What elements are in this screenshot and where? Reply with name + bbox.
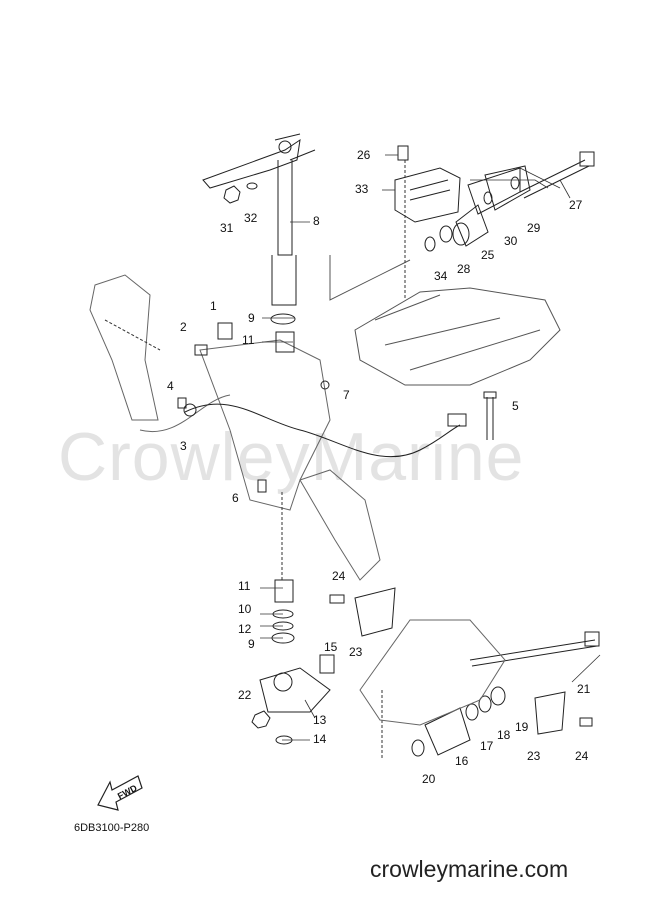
callout-32: 32 — [244, 211, 258, 225]
callout-31: 31 — [220, 221, 234, 235]
bolt-5-part — [483, 391, 497, 440]
upper-casing-part — [329, 255, 561, 386]
callout-23-lower: 23 — [527, 749, 541, 763]
callout-22: 22 — [238, 688, 252, 702]
mount-housing-part — [354, 587, 566, 735]
callout-5: 5 — [512, 399, 519, 413]
diagram-part-code: 6DB3100-P280 — [74, 822, 150, 834]
callout-4: 4 — [167, 379, 174, 393]
lower-mount-bracket-part — [259, 667, 331, 713]
callout-33: 33 — [355, 182, 369, 196]
steering-arm-part — [202, 133, 316, 189]
callout-9-upper: 9 — [248, 311, 255, 325]
callout-30: 30 — [504, 234, 518, 248]
callout-1: 1 — [210, 299, 217, 313]
steering-shaft-part — [271, 160, 297, 306]
swivel-bracket-part — [89, 274, 381, 581]
upper-mount-rubber-part — [424, 204, 489, 252]
callout-13: 13 — [313, 713, 327, 727]
callout-11-upper: 11 — [242, 333, 255, 347]
fwd-arrow-icon — [97, 775, 143, 811]
upper-mount-plate-part — [467, 165, 531, 215]
callout-29: 29 — [527, 221, 541, 235]
callout-19: 19 — [515, 720, 529, 734]
lower-bushing-stack-part — [271, 579, 295, 644]
lower-casing-part — [359, 619, 506, 726]
upper-mount-bracket-part — [394, 167, 461, 223]
callout-25: 25 — [481, 248, 495, 262]
callout-34: 34 — [434, 269, 448, 283]
callout-11-lower: 11 — [238, 579, 251, 593]
callout-24-lower: 24 — [575, 749, 589, 763]
callout-7: 7 — [343, 388, 350, 402]
callout-24-upper: 24 — [332, 569, 346, 583]
watermark-text: CrowleyMarine — [58, 419, 525, 495]
callout-17: 17 — [480, 739, 494, 753]
callout-3: 3 — [180, 439, 187, 453]
callout-6: 6 — [232, 491, 239, 505]
callout-28: 28 — [457, 262, 471, 276]
callout-9-lower: 9 — [248, 637, 255, 651]
callout-18: 18 — [497, 728, 511, 742]
callout-8: 8 — [313, 214, 320, 228]
upper-bushing-stack-part — [270, 313, 296, 353]
callout-16: 16 — [455, 754, 469, 768]
callout-27: 27 — [569, 198, 583, 212]
ground-lead-part — [184, 403, 467, 458]
callout-23-upper: 23 — [349, 645, 363, 659]
callout-14: 14 — [313, 732, 327, 746]
callout-21: 21 — [577, 682, 591, 696]
callout-15: 15 — [324, 640, 338, 654]
through-bolt-lower-part — [469, 631, 600, 667]
small-hardware-part — [177, 145, 593, 745]
callout-leaders — [260, 154, 601, 741]
callout-10: 10 — [238, 602, 252, 616]
callout-2: 2 — [180, 320, 187, 334]
footer-site-url: crowleymarine.com — [370, 856, 569, 882]
callout-26: 26 — [357, 148, 371, 162]
through-bolt-upper-part — [519, 151, 595, 199]
callout-12: 12 — [238, 622, 252, 636]
callout-20: 20 — [422, 772, 436, 786]
